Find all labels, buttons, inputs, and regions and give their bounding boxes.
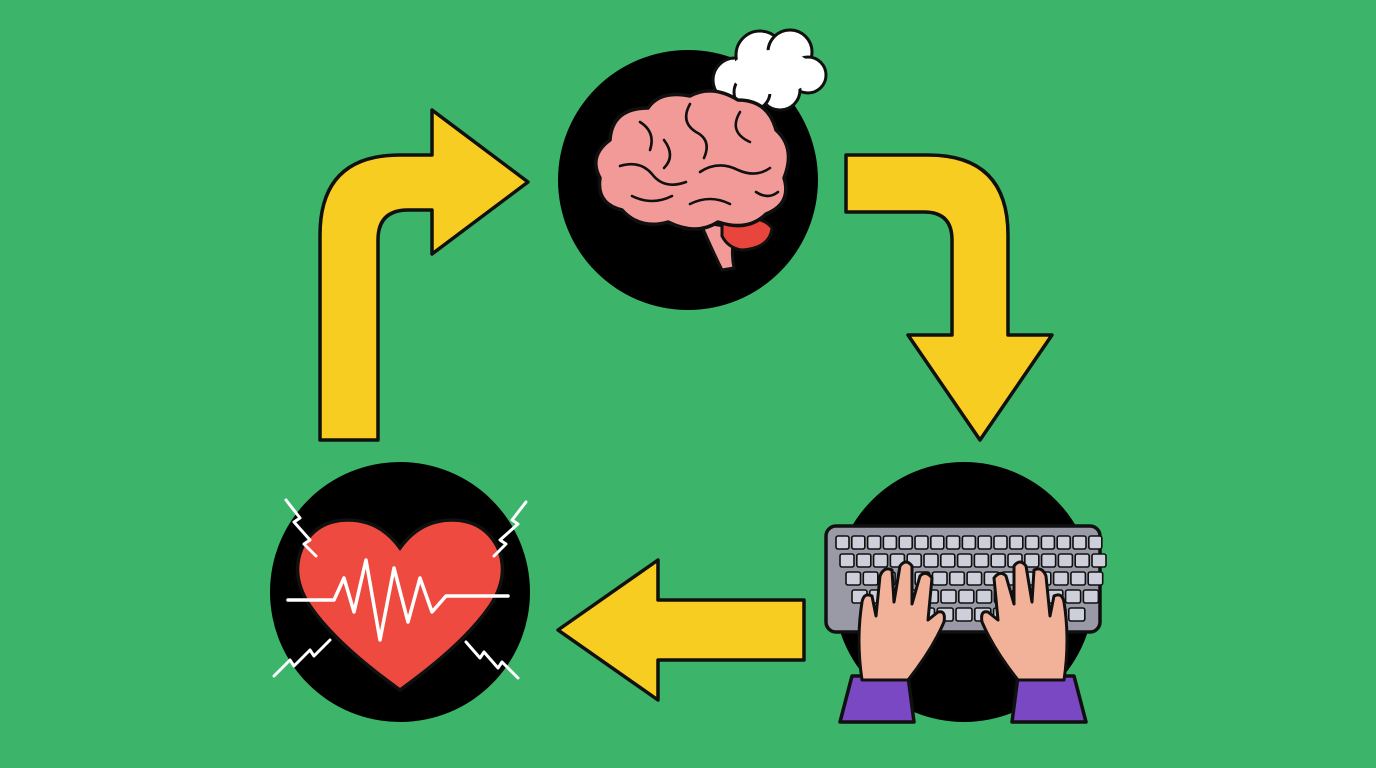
keyboard-key (872, 553, 889, 568)
keyboard-key (1040, 535, 1056, 550)
keyboard-key (835, 535, 850, 550)
node-heart (270, 462, 530, 722)
keyboard-key (957, 589, 975, 604)
arrow-heart-to-brain-shape (318, 108, 530, 442)
heart-shape (295, 518, 505, 693)
arrow-heart-to-brain (318, 108, 530, 442)
keyboard-key (990, 553, 1007, 568)
keyboard-key (940, 589, 957, 604)
arrow-brain-to-keyboard (844, 153, 1054, 442)
keyboard-key (914, 535, 929, 550)
keyboard-key (1091, 553, 1107, 568)
keyboard-key (1040, 553, 1057, 568)
keyboard-key (1074, 553, 1090, 568)
keyboard-key (1082, 589, 1100, 604)
keyboard-key (929, 535, 945, 550)
keyboard-key (1056, 535, 1071, 550)
right-sleeve (1010, 674, 1088, 724)
keyboard-key (966, 571, 983, 586)
arrow-brain-to-keyboard-shape (844, 153, 1054, 442)
keyboard-key (973, 553, 990, 568)
heartbeat-line (286, 558, 510, 642)
left-hand (857, 560, 946, 682)
keyboard-key (1070, 571, 1087, 586)
keyboard-key (956, 553, 973, 568)
brain-icon (594, 89, 791, 272)
left-sleeve (838, 674, 916, 724)
node-brain (558, 28, 828, 310)
keyboard-key (839, 553, 855, 568)
keyboard-key (855, 553, 872, 568)
keyboard-key (862, 571, 879, 586)
brain-cerebrum (594, 89, 791, 231)
keyboard-key (1088, 535, 1103, 550)
keyboard-key (955, 607, 973, 622)
keyboard-key (845, 571, 862, 586)
keyboard-key (1072, 535, 1087, 550)
keyboard-key (850, 535, 866, 550)
arrow-keyboard-to-heart-shape (556, 558, 806, 702)
keyboard-with-hands-icon (824, 524, 1107, 724)
keyboard-key (945, 535, 961, 550)
right-hand (980, 560, 1069, 682)
keyboard-key (1068, 607, 1086, 622)
keyboard-key (1024, 535, 1040, 550)
keyboard-key (882, 535, 898, 550)
keyboard-key (993, 535, 1008, 550)
keyboard-key (866, 535, 882, 550)
keyboard-key (1008, 535, 1024, 550)
keyboard-key (1052, 571, 1069, 586)
arrow-keyboard-to-heart (556, 558, 806, 702)
keyboard-key (948, 571, 966, 586)
heart-with-heartbeat-icon (272, 498, 528, 693)
keyboard-key (1087, 571, 1104, 586)
node-keyboard (824, 462, 1107, 724)
keyboard-key (975, 589, 993, 604)
keyboard-key (898, 535, 914, 550)
keyboard-key (1057, 553, 1074, 568)
keyboard-key (977, 535, 993, 550)
keyboard-key (1064, 589, 1082, 604)
keyboard-key (931, 571, 948, 586)
keyboard-key (1024, 553, 1040, 568)
keyboard-key (939, 553, 956, 568)
keyboard-key (923, 553, 939, 568)
keyboard-key (961, 535, 977, 550)
